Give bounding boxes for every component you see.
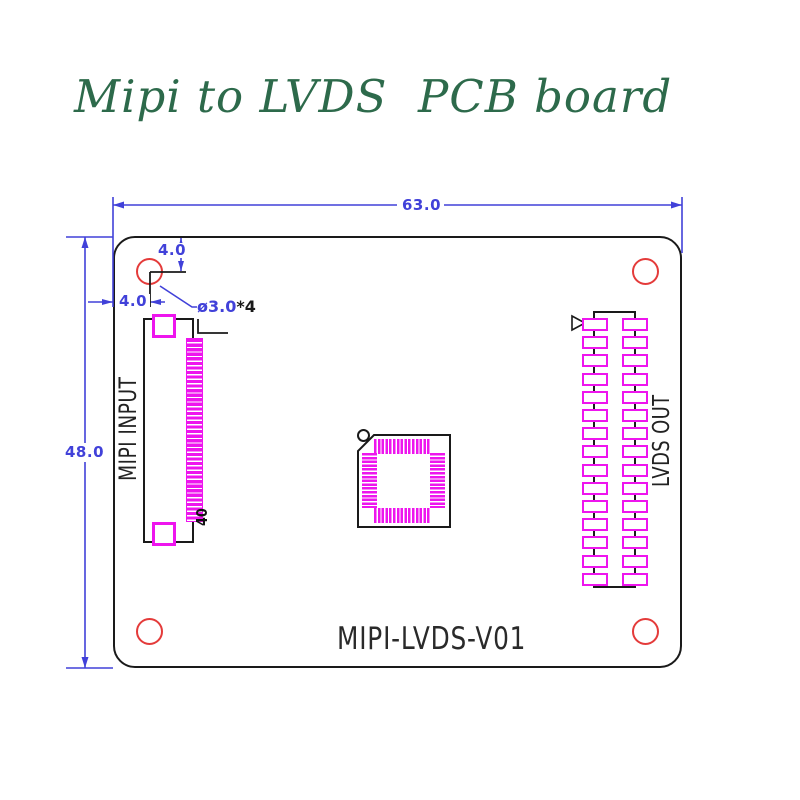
chip-pads-bottom bbox=[374, 508, 431, 523]
lvds-pad bbox=[622, 409, 648, 422]
lvds-pad bbox=[622, 572, 648, 586]
dim-board-width: 63.0 bbox=[399, 198, 445, 213]
lvds-pad bbox=[622, 536, 648, 550]
lvds-pad bbox=[582, 536, 608, 550]
mipi-input-label: MIPI INPUT bbox=[114, 376, 142, 481]
lvds-pad-grid bbox=[582, 313, 648, 586]
arrow-icon bbox=[113, 201, 124, 209]
lvds-connector-body bbox=[582, 311, 648, 588]
lvds-pad bbox=[622, 554, 648, 568]
arrow-icon bbox=[81, 657, 89, 668]
lvds-pad bbox=[582, 518, 608, 532]
lvds-pad bbox=[582, 354, 608, 368]
lvds-pad bbox=[622, 481, 648, 495]
dim-board-height: 48.0 bbox=[62, 445, 108, 460]
leader-line-hole-spec bbox=[159, 285, 199, 308]
lvds-pad bbox=[582, 336, 608, 350]
arrow-icon bbox=[178, 261, 184, 271]
chip-pin1-dot-icon bbox=[357, 429, 370, 442]
dim-hole-offset-top: 4.0 bbox=[155, 243, 190, 258]
lvds-pad bbox=[622, 354, 648, 368]
hole-diameter: ø3.0 bbox=[197, 297, 237, 316]
mounting-hole-bottom-left bbox=[136, 618, 163, 645]
chip-pads-left bbox=[362, 453, 377, 508]
mipi-pin1-marker bbox=[197, 319, 228, 334]
lvds-pad bbox=[582, 445, 608, 459]
dim-hole-offset-left: 4.0 bbox=[116, 294, 151, 309]
lvds-pad bbox=[582, 481, 608, 495]
lvds-pad bbox=[582, 372, 608, 386]
mounting-hole-top-right bbox=[632, 258, 659, 285]
lvds-pin1-triangle-icon bbox=[571, 314, 587, 332]
lvds-pad bbox=[582, 390, 608, 404]
lvds-pad bbox=[582, 409, 608, 422]
hole-spec-label: ø3.0*4 bbox=[197, 298, 256, 315]
chip-outline bbox=[357, 434, 451, 528]
lvds-pad bbox=[622, 336, 648, 350]
chip-pads-right bbox=[430, 453, 445, 508]
hole-count: *4 bbox=[236, 297, 256, 316]
lvds-pad bbox=[622, 427, 648, 441]
mipi-pin-strip bbox=[186, 338, 203, 522]
arrow-icon bbox=[102, 299, 113, 305]
mipi-mount-pad-bottom bbox=[152, 522, 176, 546]
lvds-pad bbox=[622, 518, 648, 532]
mipi-mount-pad-top bbox=[152, 314, 176, 338]
arrow-icon bbox=[671, 201, 682, 209]
lvds-out-label: LVDS OUT bbox=[649, 394, 675, 487]
page-title: Mipi to LVDS PCB board bbox=[74, 70, 673, 123]
lvds-pad bbox=[582, 500, 608, 513]
board-name-label: MIPI-LVDS-V01 bbox=[337, 621, 527, 657]
lvds-pad bbox=[582, 318, 608, 331]
mipi-pin40-label: 40 bbox=[193, 508, 211, 526]
arrow-icon bbox=[81, 237, 89, 248]
mounting-hole-bottom-right bbox=[632, 618, 659, 645]
lvds-pad bbox=[622, 463, 648, 477]
lvds-pad bbox=[622, 445, 648, 459]
lvds-pad bbox=[582, 463, 608, 477]
lvds-pad bbox=[582, 554, 608, 568]
lvds-pad bbox=[622, 372, 648, 386]
lvds-pad bbox=[582, 427, 608, 441]
lvds-pad bbox=[622, 500, 648, 513]
lvds-pad bbox=[582, 572, 608, 586]
chip-pads-top bbox=[374, 439, 431, 454]
lvds-pad bbox=[622, 318, 648, 331]
lvds-pad bbox=[622, 390, 648, 404]
arrow-icon bbox=[150, 299, 161, 305]
